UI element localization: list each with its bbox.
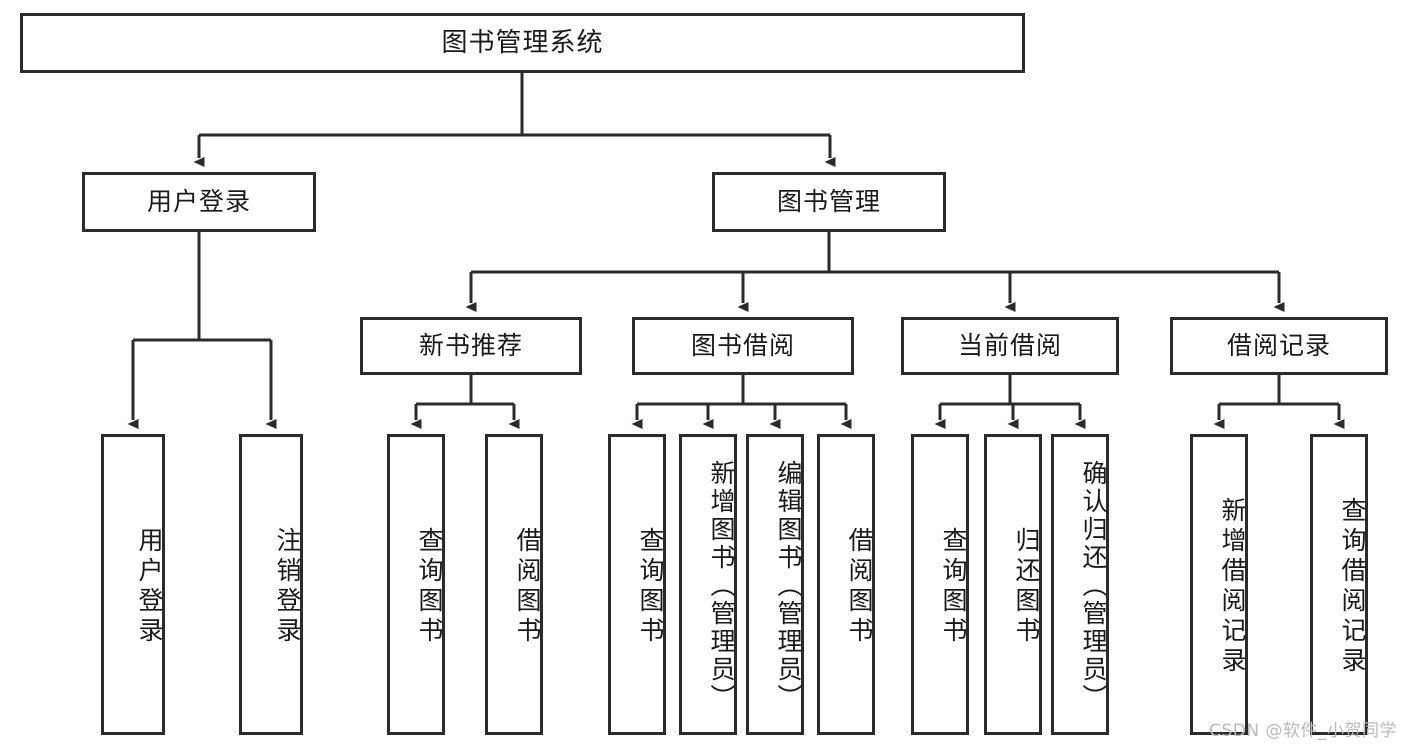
node-label: 确认归还（管理员） [1079,459,1108,712]
node-label: 图书借阅 [690,331,795,361]
node-label: 借阅图书 [513,526,542,647]
node-label: 借阅图书 [845,526,874,647]
node-leaf-user-login[interactable]: 用户登录 [101,434,165,735]
node-label: 注销登录 [273,526,302,647]
node-label: 图书管理 [776,187,881,217]
node-leaf-add-book[interactable]: 新增图书（管理员） [679,434,737,735]
node-label: 借阅记录 [1226,331,1331,361]
node-borrow-record[interactable]: 借阅记录 [1170,317,1388,375]
node-label: 用户登录 [135,526,164,647]
node-label: 新增借阅记录 [1218,496,1247,677]
node-user-login[interactable]: 用户登录 [82,172,316,232]
node-new-book-rec[interactable]: 新书推荐 [360,317,582,375]
node-label: 当前借阅 [957,331,1062,361]
node-label: 查询图书 [636,526,665,647]
node-label: 新增图书（管理员） [707,459,736,712]
node-label: 用户登录 [146,187,251,217]
node-leaf-query-book-3[interactable]: 查询图书 [911,434,969,735]
node-leaf-edit-book[interactable]: 编辑图书（管理员） [746,434,804,735]
node-leaf-confirm-return[interactable]: 确认归还（管理员） [1051,434,1109,735]
node-leaf-add-record[interactable]: 新增借阅记录 [1190,434,1248,735]
node-current-borrow[interactable]: 当前借阅 [901,317,1119,375]
node-label: 归还图书 [1012,526,1041,647]
node-leaf-query-book-1[interactable]: 查询图书 [387,434,445,735]
node-label: 新书推荐 [418,331,523,361]
node-label: 查询图书 [415,526,444,647]
node-label: 编辑图书（管理员） [774,459,803,712]
node-leaf-query-book-2[interactable]: 查询图书 [608,434,666,735]
node-label: 查询借阅记录 [1338,496,1367,677]
node-leaf-user-logout[interactable]: 注销登录 [239,434,303,735]
node-leaf-borrow-book-1[interactable]: 借阅图书 [485,434,543,735]
node-leaf-return-book[interactable]: 归还图书 [984,434,1042,735]
node-book-borrow[interactable]: 图书借阅 [632,317,854,375]
node-root-system[interactable]: 图书管理系统 [20,13,1025,73]
node-book-manage[interactable]: 图书管理 [712,172,946,232]
node-label: 图书管理系统 [441,27,604,58]
node-leaf-borrow-book-2[interactable]: 借阅图书 [817,434,875,735]
node-leaf-query-record[interactable]: 查询借阅记录 [1310,434,1368,735]
node-label: 查询图书 [939,526,968,647]
watermark-text: CSDN @软件_小贺同学 [1209,721,1397,741]
